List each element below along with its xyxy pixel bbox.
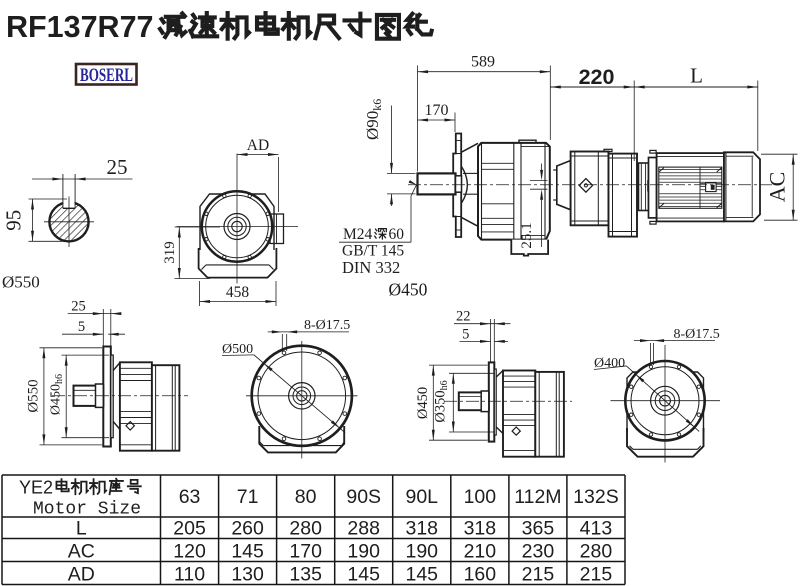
svg-text:280: 280 (289, 518, 322, 540)
svg-text:L: L (76, 518, 87, 540)
svg-text:AD: AD (247, 137, 269, 154)
svg-text:63: 63 (179, 486, 201, 508)
svg-text:60: 60 (389, 226, 405, 243)
svg-text:L: L (690, 64, 703, 88)
svg-text:Ø450: Ø450 (415, 387, 431, 419)
svg-text:260: 260 (231, 518, 264, 540)
svg-text:RF137R77: RF137R77 (6, 10, 154, 44)
svg-text:Ø550: Ø550 (2, 273, 40, 292)
svg-text:25.1: 25.1 (519, 222, 535, 248)
svg-text:8-Ø17.5: 8-Ø17.5 (304, 318, 350, 333)
svg-text:90S: 90S (346, 486, 381, 508)
svg-text:170: 170 (289, 541, 322, 563)
svg-text:Ø450h6: Ø450h6 (49, 374, 66, 415)
svg-text:Ø350h6: Ø350h6 (433, 380, 451, 422)
svg-text:205: 205 (173, 518, 206, 540)
svg-text:170: 170 (425, 102, 449, 119)
svg-text:AC: AC (765, 172, 790, 203)
svg-text:8-Ø17.5: 8-Ø17.5 (674, 327, 720, 342)
svg-text:Ø550: Ø550 (25, 379, 41, 412)
svg-text:112M: 112M (514, 486, 561, 508)
svg-text:132S: 132S (573, 486, 619, 508)
svg-text:319: 319 (162, 241, 178, 264)
svg-text:DIN 332: DIN 332 (342, 258, 400, 277)
svg-text:190: 190 (405, 541, 438, 563)
svg-text:5: 5 (78, 319, 85, 335)
svg-text:589: 589 (471, 54, 495, 71)
svg-text:215: 215 (580, 564, 613, 586)
svg-text:413: 413 (580, 518, 613, 540)
svg-text:190: 190 (347, 541, 380, 563)
svg-text:GB/T 145: GB/T 145 (342, 243, 404, 260)
svg-text:318: 318 (405, 518, 438, 540)
svg-text:120: 120 (173, 541, 206, 563)
svg-text:AD: AD (68, 564, 95, 586)
svg-text:160: 160 (464, 564, 497, 586)
svg-text:22: 22 (456, 309, 471, 325)
svg-text:5: 5 (462, 327, 469, 343)
svg-text:71: 71 (237, 486, 259, 508)
svg-text:215: 215 (522, 564, 555, 586)
svg-text:230: 230 (522, 541, 555, 563)
svg-text:145: 145 (231, 541, 264, 563)
svg-text:220: 220 (579, 65, 615, 89)
svg-text:288: 288 (347, 518, 380, 540)
svg-text:210: 210 (464, 541, 497, 563)
svg-text:100: 100 (464, 486, 497, 508)
svg-text:95: 95 (2, 210, 26, 231)
svg-text:80: 80 (295, 486, 317, 508)
svg-text:90L: 90L (405, 486, 438, 508)
svg-text:280: 280 (580, 541, 613, 563)
svg-text:Ø500: Ø500 (222, 342, 253, 357)
svg-text:Ø450: Ø450 (389, 280, 428, 300)
svg-text:M24: M24 (343, 226, 373, 243)
svg-text:Motor Size: Motor Size (33, 500, 141, 520)
svg-text:145: 145 (405, 564, 438, 586)
svg-text:365: 365 (522, 518, 555, 540)
svg-text:110: 110 (174, 564, 205, 586)
svg-text:135: 135 (289, 564, 322, 586)
svg-text:145: 145 (347, 564, 380, 586)
svg-text:130: 130 (231, 564, 264, 586)
svg-text:BOSERL: BOSERL (80, 66, 133, 86)
svg-text:25: 25 (107, 155, 128, 179)
svg-text:AC: AC (68, 541, 95, 563)
svg-text:YE2: YE2 (19, 478, 53, 498)
svg-text:318: 318 (464, 518, 497, 540)
svg-text:458: 458 (226, 284, 250, 301)
svg-text:25: 25 (71, 299, 86, 315)
